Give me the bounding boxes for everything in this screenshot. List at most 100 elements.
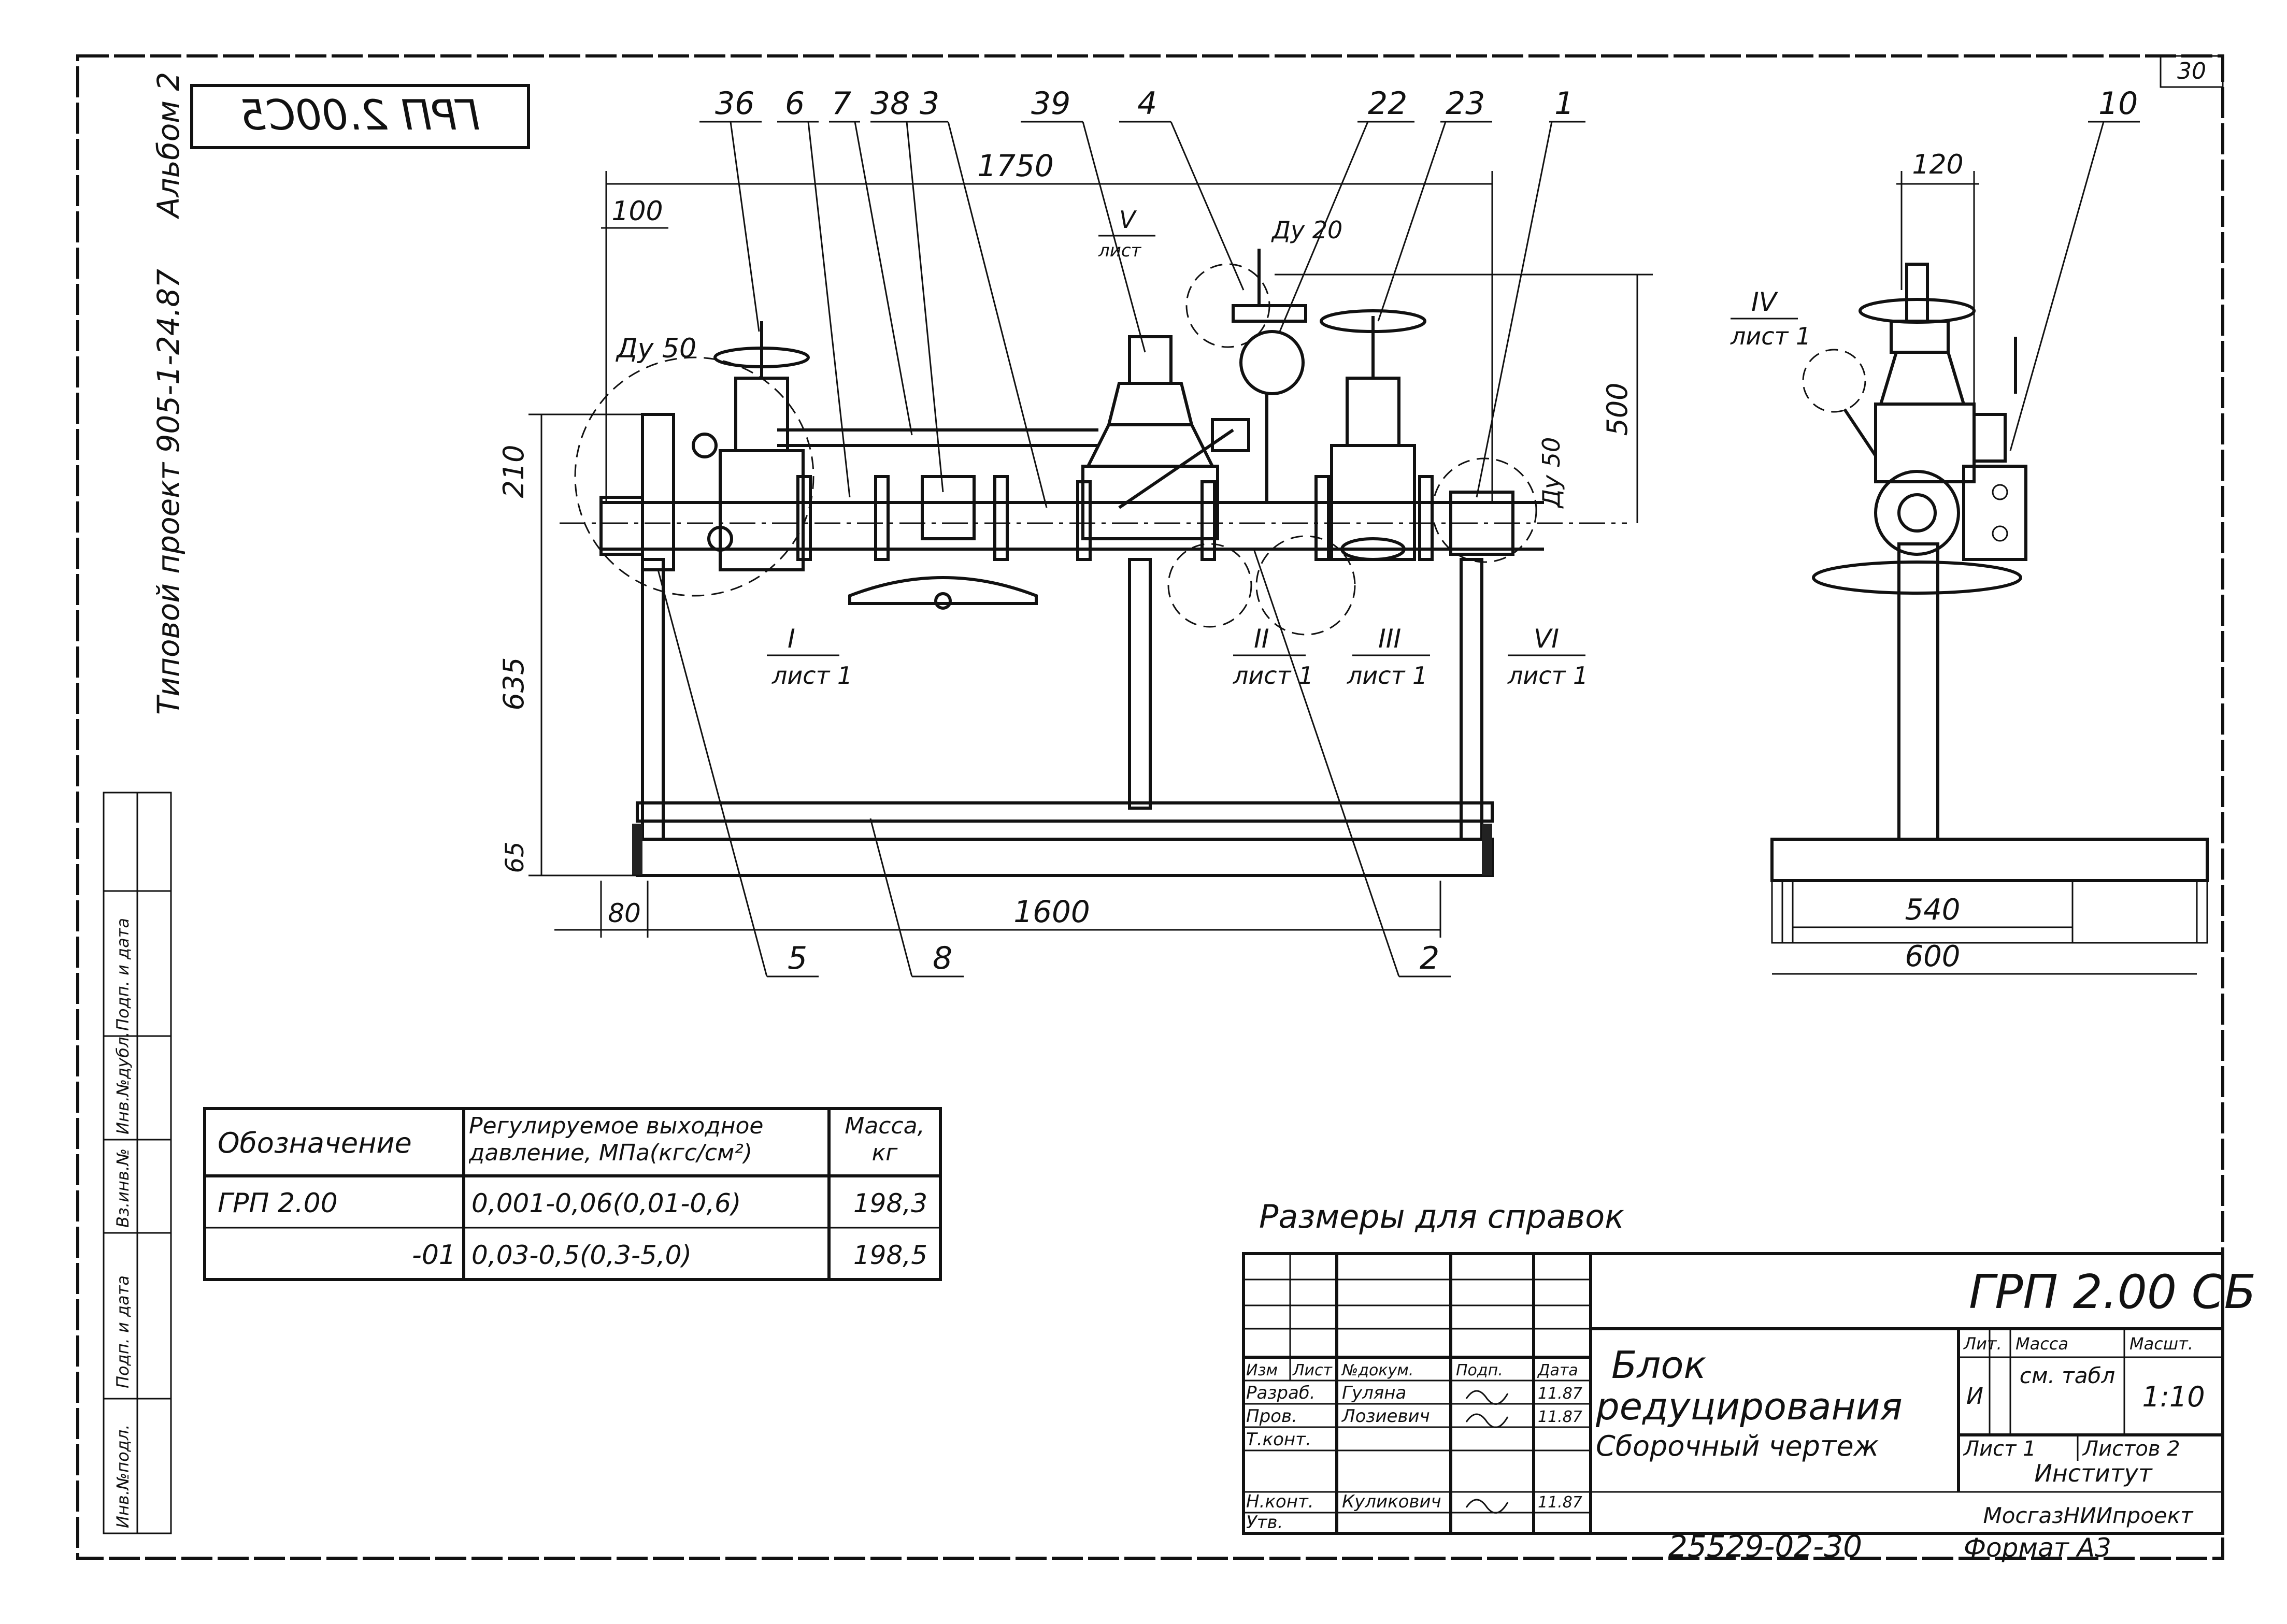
outer-frame bbox=[76, 54, 2224, 1560]
rh-0: Изм bbox=[1246, 1361, 1278, 1379]
dim-80: 80 bbox=[608, 898, 641, 928]
lit-value: И bbox=[1966, 1383, 1983, 1410]
callout-6: 6 bbox=[785, 85, 805, 122]
inventory-number: 25529-02-30 bbox=[1668, 1529, 1862, 1564]
role-0: Разраб. bbox=[1246, 1383, 1316, 1403]
project-label: Типовой проект 905-1-24.87 bbox=[151, 269, 186, 715]
du20-label: Ду 20 bbox=[1271, 216, 1342, 244]
callout-8: 8 bbox=[933, 940, 952, 976]
dim-500: 500 bbox=[1601, 382, 1634, 436]
gauge-22 bbox=[1232, 249, 1307, 502]
view-VI-sheet: лист 1 bbox=[1507, 662, 1588, 689]
title-line1: Блок bbox=[1611, 1343, 1706, 1387]
callout-39: 39 bbox=[1031, 85, 1070, 122]
side-fields: Инв.№подл. Подп. и дата Вз.инв.№ Инв.№ду… bbox=[103, 792, 172, 1534]
rh-3: Подп. bbox=[1456, 1361, 1503, 1379]
title-line2: редуцирования bbox=[1595, 1385, 1903, 1428]
spec-row-0-designation: ГРП 2.00 bbox=[218, 1188, 338, 1219]
spec-row-0-pressure: 0,001-0,06(0,01-0,6) bbox=[471, 1188, 741, 1218]
spec-row-1-designation: -01 bbox=[412, 1240, 456, 1271]
reference-note: Размеры для справок bbox=[1259, 1198, 1624, 1235]
rh-2: №докум. bbox=[1341, 1361, 1413, 1379]
callout-36: 36 bbox=[715, 85, 754, 122]
date-1: 11.87 bbox=[1538, 1408, 1582, 1426]
inlet-flange bbox=[641, 413, 675, 571]
callout-38: 38 bbox=[870, 85, 910, 122]
rh-1: Лист bbox=[1292, 1361, 1333, 1379]
sheet-number: 30 bbox=[2177, 58, 2206, 84]
side-field-1: Подп. и дата bbox=[113, 1275, 133, 1388]
view-V-sheet: лист bbox=[1098, 240, 1142, 261]
spec-table: Обозначение Регулируемое выходное давлен… bbox=[203, 1107, 942, 1281]
spec-header-pressure: Регулируемое выходное давление, МПа(кгс/… bbox=[469, 1113, 764, 1166]
dim-210: 210 bbox=[497, 444, 530, 498]
dimensions: 1750 100 500 210 635 65 80 1600 bbox=[497, 148, 1653, 938]
regulator-39 bbox=[1081, 335, 1250, 540]
dim-100: 100 bbox=[611, 196, 663, 227]
view-II-sheet: лист 1 bbox=[1233, 662, 1313, 689]
callout-3: 3 bbox=[920, 85, 939, 122]
signature-2 bbox=[1465, 1413, 1509, 1428]
album-label: Альбом 2 bbox=[151, 72, 186, 220]
dim-600: 600 bbox=[1905, 940, 1961, 973]
role-3: Н.конт. bbox=[1246, 1491, 1314, 1512]
view-I: I bbox=[788, 624, 795, 654]
title-block: Изм Лист №докум. Подп. Дата Разраб. Гуля… bbox=[1242, 1252, 2256, 1535]
view-III-sheet: лист 1 bbox=[1347, 662, 1427, 689]
front-view bbox=[560, 249, 1627, 877]
role-2: Т.конт. bbox=[1246, 1429, 1311, 1450]
date-0: 11.87 bbox=[1538, 1385, 1582, 1403]
role-4: Утв. bbox=[1246, 1512, 1283, 1533]
org-line2: МосгазНИИпроект bbox=[1983, 1503, 2194, 1528]
name-0: Гуляна bbox=[1342, 1383, 1406, 1403]
callout-10: 10 bbox=[2098, 85, 2138, 122]
callouts: 36 6 7 38 3 39 4 22 23 1 5 8 bbox=[657, 85, 2140, 978]
callout-5: 5 bbox=[788, 940, 807, 976]
view-V: V bbox=[1119, 206, 1137, 234]
view-VI: VI bbox=[1534, 624, 1559, 654]
side-field-2: Вз.инв.№ bbox=[113, 1148, 133, 1228]
spec-header-mass: Масса, кг bbox=[845, 1113, 925, 1166]
callout-1: 1 bbox=[1554, 85, 1574, 122]
signature-1 bbox=[1465, 1390, 1509, 1405]
spec-row-1-pressure: 0,03-0,5(0,3-5,0) bbox=[471, 1240, 692, 1270]
side-field-4: Подп. и дата bbox=[113, 918, 133, 1031]
stamp-code-mirrored: ГРП 2.00С5 bbox=[240, 91, 480, 139]
org-line1: Институт bbox=[2034, 1459, 2152, 1487]
date-3: 11.87 bbox=[1538, 1493, 1582, 1512]
doc-type: Сборочный чертеж bbox=[1596, 1430, 1879, 1462]
sheet-label: Лист 1 bbox=[1963, 1437, 2036, 1461]
detail-circle-VI bbox=[1432, 457, 1537, 563]
detail-circle-I bbox=[574, 356, 814, 597]
side-view: 120 540 600 bbox=[1770, 149, 2209, 975]
lit-label: Лит. bbox=[1963, 1334, 2002, 1354]
du50-left-label: Ду 50 bbox=[616, 333, 696, 364]
name-3: Куликович bbox=[1342, 1491, 1441, 1512]
spec-header-designation: Обозначение bbox=[218, 1127, 412, 1159]
view-IV-sheet: лист 1 bbox=[1730, 322, 1811, 350]
mass-label: Масса bbox=[2016, 1334, 2068, 1354]
dim-65: 65 bbox=[501, 841, 530, 873]
scale-label: Масшт. bbox=[2129, 1334, 2193, 1354]
sheets-label: Листов 2 bbox=[2082, 1437, 2180, 1461]
callout-7: 7 bbox=[832, 85, 851, 122]
mass-value: см. табл bbox=[2019, 1363, 2116, 1388]
side-field-3: Инв.№дубл. bbox=[113, 1031, 133, 1134]
view-IV: IV bbox=[1751, 287, 1779, 317]
callout-2: 2 bbox=[1420, 940, 1439, 976]
dim-120: 120 bbox=[1912, 149, 1963, 180]
dim-1750: 1750 bbox=[977, 148, 1054, 183]
valve-23 bbox=[1320, 309, 1426, 561]
svg-text:ГРП 2.00С5: ГРП 2.00С5 bbox=[240, 91, 480, 139]
callout-23: 23 bbox=[1446, 85, 1485, 122]
format-label: Формат А3 bbox=[1964, 1533, 2111, 1563]
side-field-0: Инв.№подл. bbox=[113, 1425, 133, 1528]
name-1: Лозиевич bbox=[1341, 1406, 1430, 1427]
title-code: ГРП 2.00 СБ bbox=[1969, 1265, 2256, 1319]
spec-row-0-mass: 198,3 bbox=[853, 1188, 927, 1218]
filter-38 bbox=[848, 475, 1038, 610]
view-I-sheet: лист 1 bbox=[771, 662, 852, 689]
dim-540: 540 bbox=[1905, 893, 1961, 927]
callout-4: 4 bbox=[1137, 85, 1157, 122]
